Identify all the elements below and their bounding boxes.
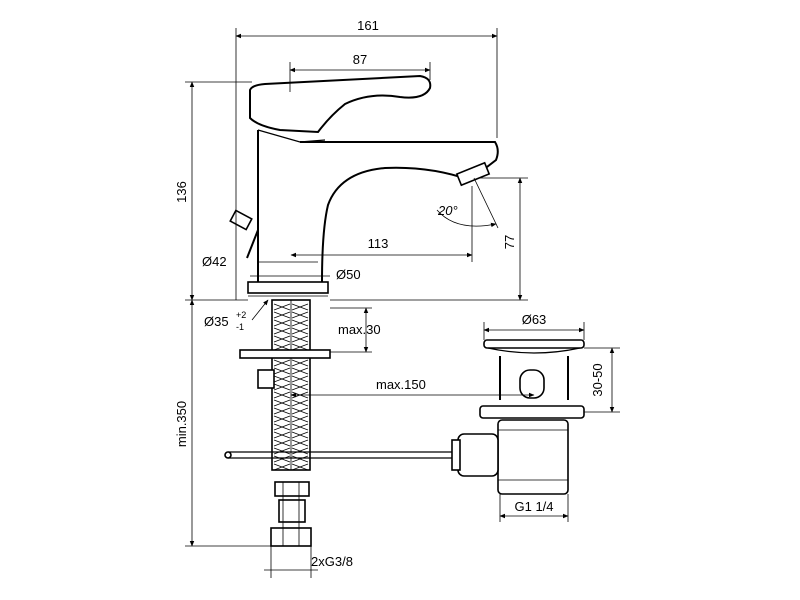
dim-spout-height-77: 77	[502, 235, 517, 249]
drain-plug-cap	[483, 339, 585, 349]
dimension-labels: 161 87 136 20° 113 77 Ø42 Ø50 Ø35 +2 -1 …	[174, 18, 605, 569]
waste-drain	[451, 339, 585, 495]
hose-fitting-hex	[278, 499, 306, 523]
dim-drain-d63: Ø63	[522, 312, 547, 327]
pop-up-rod	[224, 451, 452, 459]
mounting-nut	[257, 369, 275, 389]
drain-connector-thread	[451, 439, 461, 471]
hose-fitting-nut	[270, 527, 312, 547]
dim-hole-d35: Ø35	[204, 314, 229, 329]
dim-max-150: max.150	[376, 377, 426, 392]
dim-spout-113: 113	[368, 236, 389, 251]
pop-up-knob	[229, 209, 253, 231]
dim-max-30: max.30	[338, 322, 381, 337]
hose-fitting-top	[274, 481, 310, 497]
dim-hose-thread: 2xG3/8	[311, 554, 353, 569]
dim-drain-thread: G1 1/4	[514, 499, 553, 514]
dim-min-350: min.350	[174, 401, 189, 447]
dim-hole-tol-plus: +2	[236, 310, 246, 320]
dim-angle-20: 20°	[437, 203, 458, 218]
dim-lever-87: 87	[353, 52, 367, 67]
dim-hole-tol-minus: -1	[236, 322, 244, 332]
faucet-column	[257, 130, 499, 283]
dim-width-161: 161	[357, 18, 379, 33]
aerator	[455, 161, 491, 187]
drain-flange	[479, 405, 585, 419]
mounting-assembly	[239, 299, 331, 547]
dim-drain-30-50: 30-50	[590, 363, 605, 396]
drain-slot	[519, 369, 545, 399]
dim-base-d50: Ø50	[336, 267, 361, 282]
faucet-body	[229, 74, 499, 297]
dimension-lines	[185, 28, 620, 578]
lever-handle	[249, 74, 432, 134]
base-plate	[247, 281, 329, 294]
mounting-washer	[239, 349, 331, 359]
drain-side-connector	[457, 433, 499, 477]
dim-height-136: 136	[174, 181, 189, 203]
drain-body	[497, 419, 569, 495]
dim-base-d42: Ø42	[202, 254, 227, 269]
